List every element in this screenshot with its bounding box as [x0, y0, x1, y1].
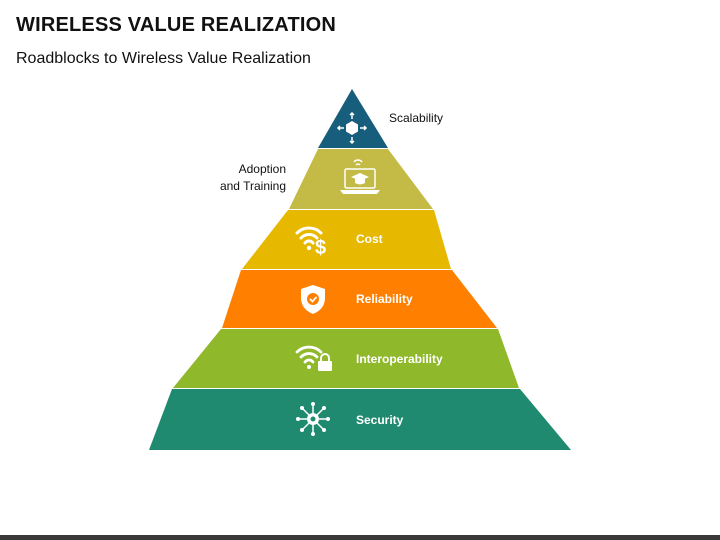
level-cost: [242, 210, 451, 269]
level-label-scalability: Scalability: [389, 111, 443, 125]
svg-text:$: $: [315, 237, 326, 259]
level-label-security: Security: [356, 413, 404, 427]
shield-check-icon: [301, 285, 325, 314]
wifi-dollar-icon: $: [295, 226, 326, 259]
cube-arrows-icon: [336, 111, 368, 145]
level-interoperability: [173, 329, 519, 388]
page-title: WIRELESS VALUE REALIZATION: [16, 14, 337, 36]
level-reliability: [222, 270, 497, 328]
level-label-cost: Cost: [356, 232, 383, 246]
level-label-interoperability: Interoperability: [356, 352, 443, 366]
level-security: [149, 389, 571, 450]
network-gear-icon: [296, 402, 330, 436]
level-label-reliability: Reliability: [356, 292, 413, 306]
wifi-lock-icon: [295, 345, 332, 371]
level-label-adoption-line1: Adoption: [239, 162, 286, 176]
laptop-graduation-cap-icon: [340, 159, 380, 194]
level-scalability: [318, 89, 388, 148]
page-subtitle: Roadblocks to Wireless Value Realization: [16, 50, 311, 67]
footer-bar: [0, 535, 720, 540]
level-label-adoption-line2: and Training: [220, 179, 286, 193]
